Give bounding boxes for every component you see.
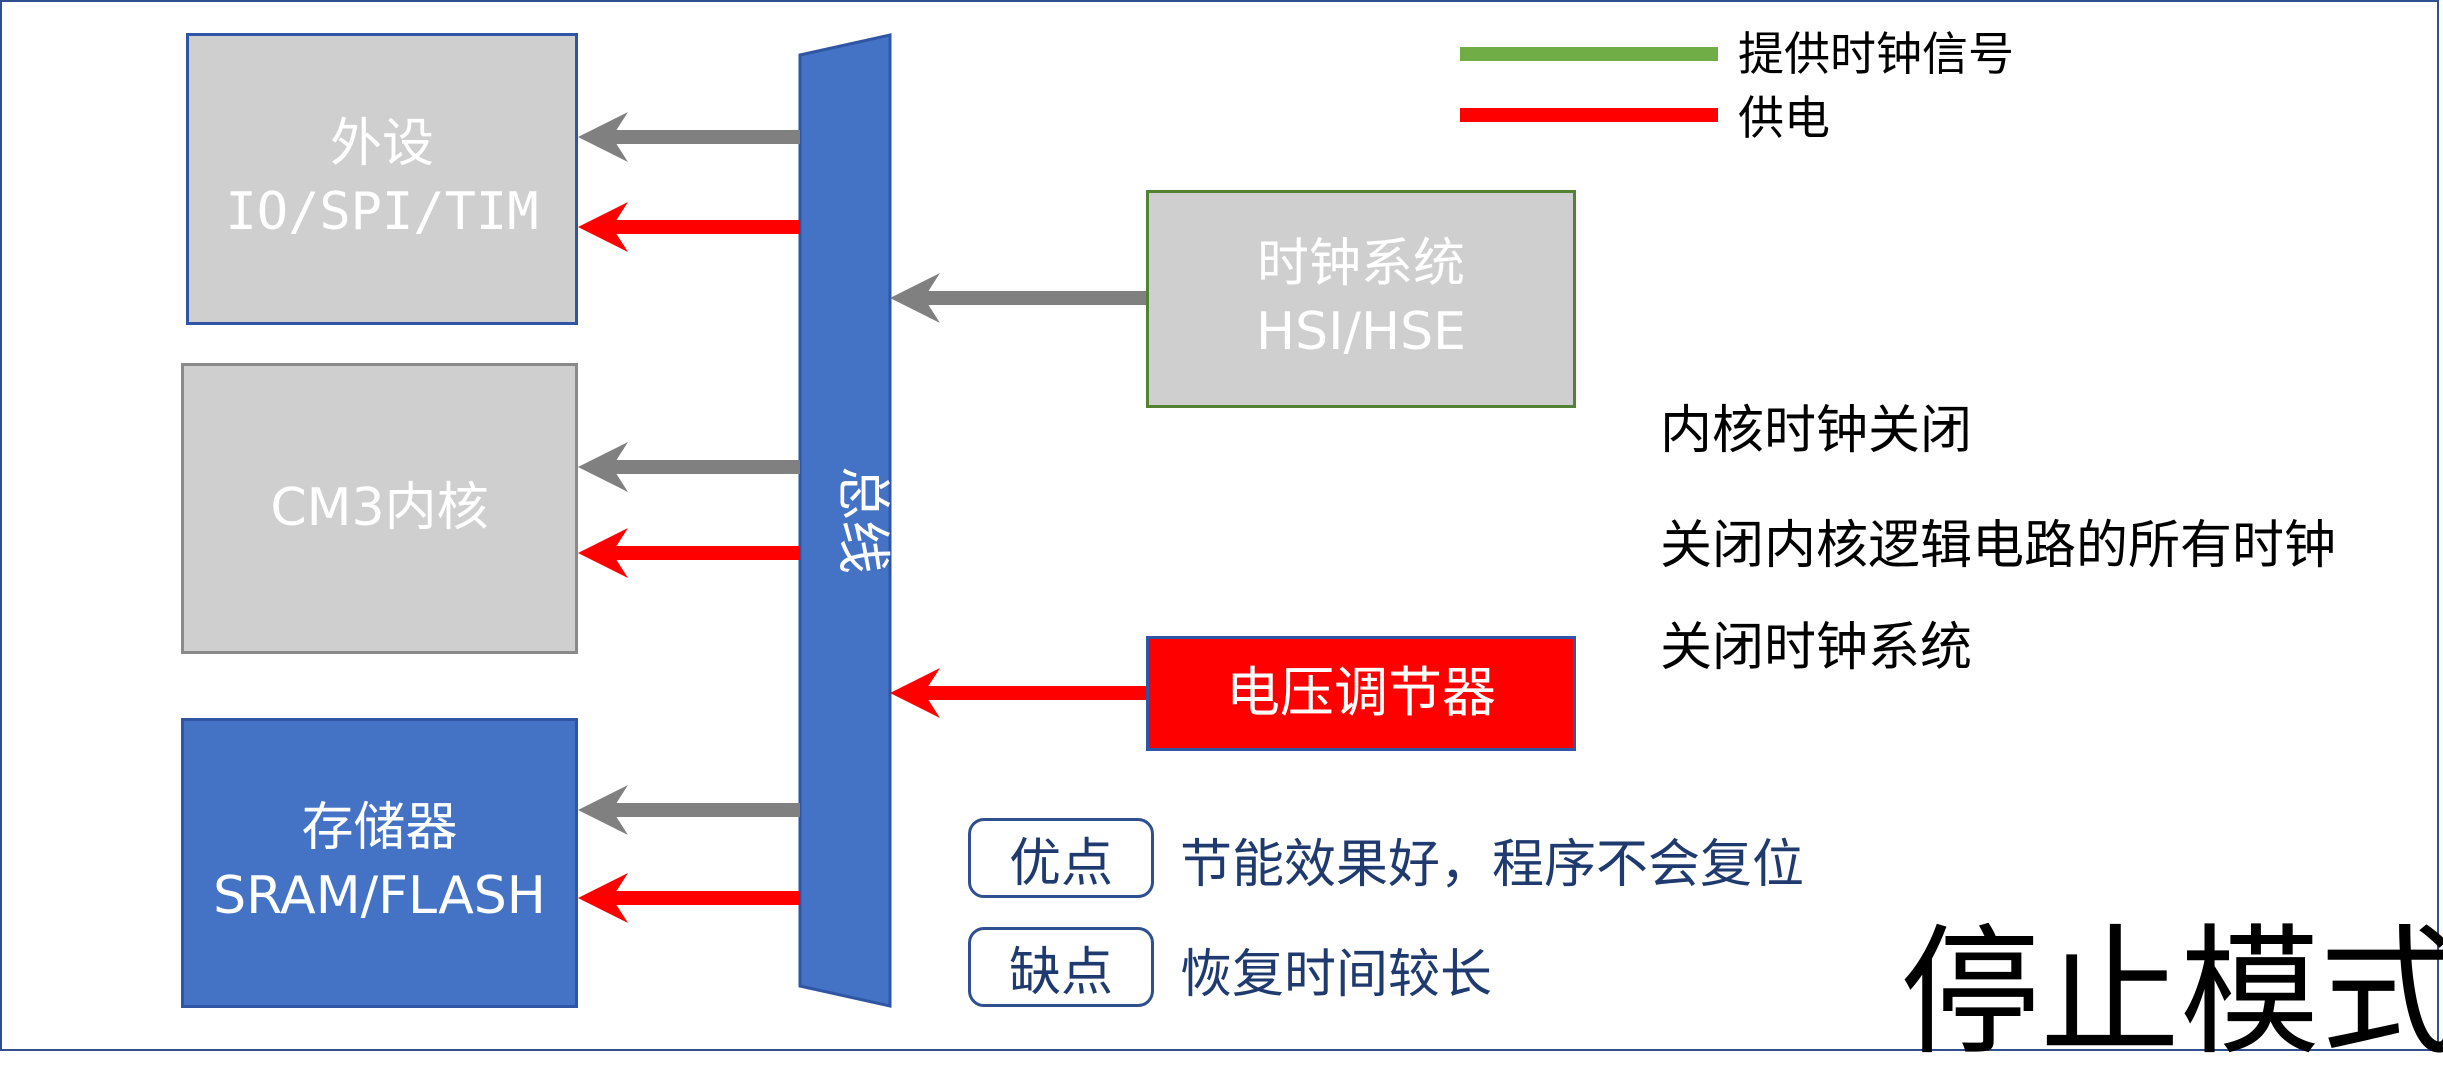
arrow-clock-system-to-bus xyxy=(890,273,1146,323)
voltage-regulator-title: 电压调节器 xyxy=(1226,661,1496,725)
voltage-regulator-block: 电压调节器 xyxy=(1146,636,1576,751)
note-logic-clocks-off: 关闭内核逻辑电路的所有时钟 xyxy=(1660,516,2337,576)
pros-tag: 优点 xyxy=(968,818,1154,898)
clock-system-title: 时钟系统 xyxy=(1256,234,1465,295)
legend-clock-label: 提供时钟信号 xyxy=(1738,27,2014,81)
arrow-power-to-peripheral xyxy=(578,202,800,252)
legend-power-label: 供电 xyxy=(1738,91,1830,145)
memory-title: 存储器 xyxy=(301,798,458,859)
memory-subtitle: SRAM/FLASH xyxy=(213,866,546,926)
diagram-frame xyxy=(0,0,2439,1051)
core-block: CM3内核 xyxy=(181,363,578,654)
pros-text: 节能效果好，程序不会复位 xyxy=(1180,835,1805,895)
note-core-clock-off: 内核时钟关闭 xyxy=(1660,401,1973,461)
note-clock-system-off: 关闭时钟系统 xyxy=(1660,618,1973,678)
clock-system-subtitle: HSI/HSE xyxy=(1256,302,1466,362)
arrow-clock-to-memory xyxy=(578,785,800,835)
connections-layer xyxy=(578,33,1718,1008)
arrow-clock-to-peripheral xyxy=(578,112,800,162)
cons-tag: 缺点 xyxy=(968,927,1154,1007)
memory-block: 存储器 SRAM/FLASH xyxy=(181,718,578,1008)
arrow-clock-to-core xyxy=(578,442,800,492)
bus-bar xyxy=(798,33,892,1008)
arrow-power-to-memory xyxy=(578,873,800,923)
clock-system-block: 时钟系统 HSI/HSE xyxy=(1146,190,1576,408)
peripheral-block: 外设 IO/SPI/TIM xyxy=(186,33,578,325)
cons-text: 恢复时间较长 xyxy=(1180,945,1493,1005)
core-title: CM3内核 xyxy=(270,477,489,538)
mode-title: 停止模式 xyxy=(1900,912,2443,1075)
arrow-regulator-to-bus xyxy=(890,668,1146,718)
peripheral-subtitle: IO/SPI/TIM xyxy=(225,182,539,242)
bus-label: 总线 xyxy=(831,466,895,574)
arrow-power-to-core xyxy=(578,528,800,578)
peripheral-title: 外设 xyxy=(329,114,434,175)
